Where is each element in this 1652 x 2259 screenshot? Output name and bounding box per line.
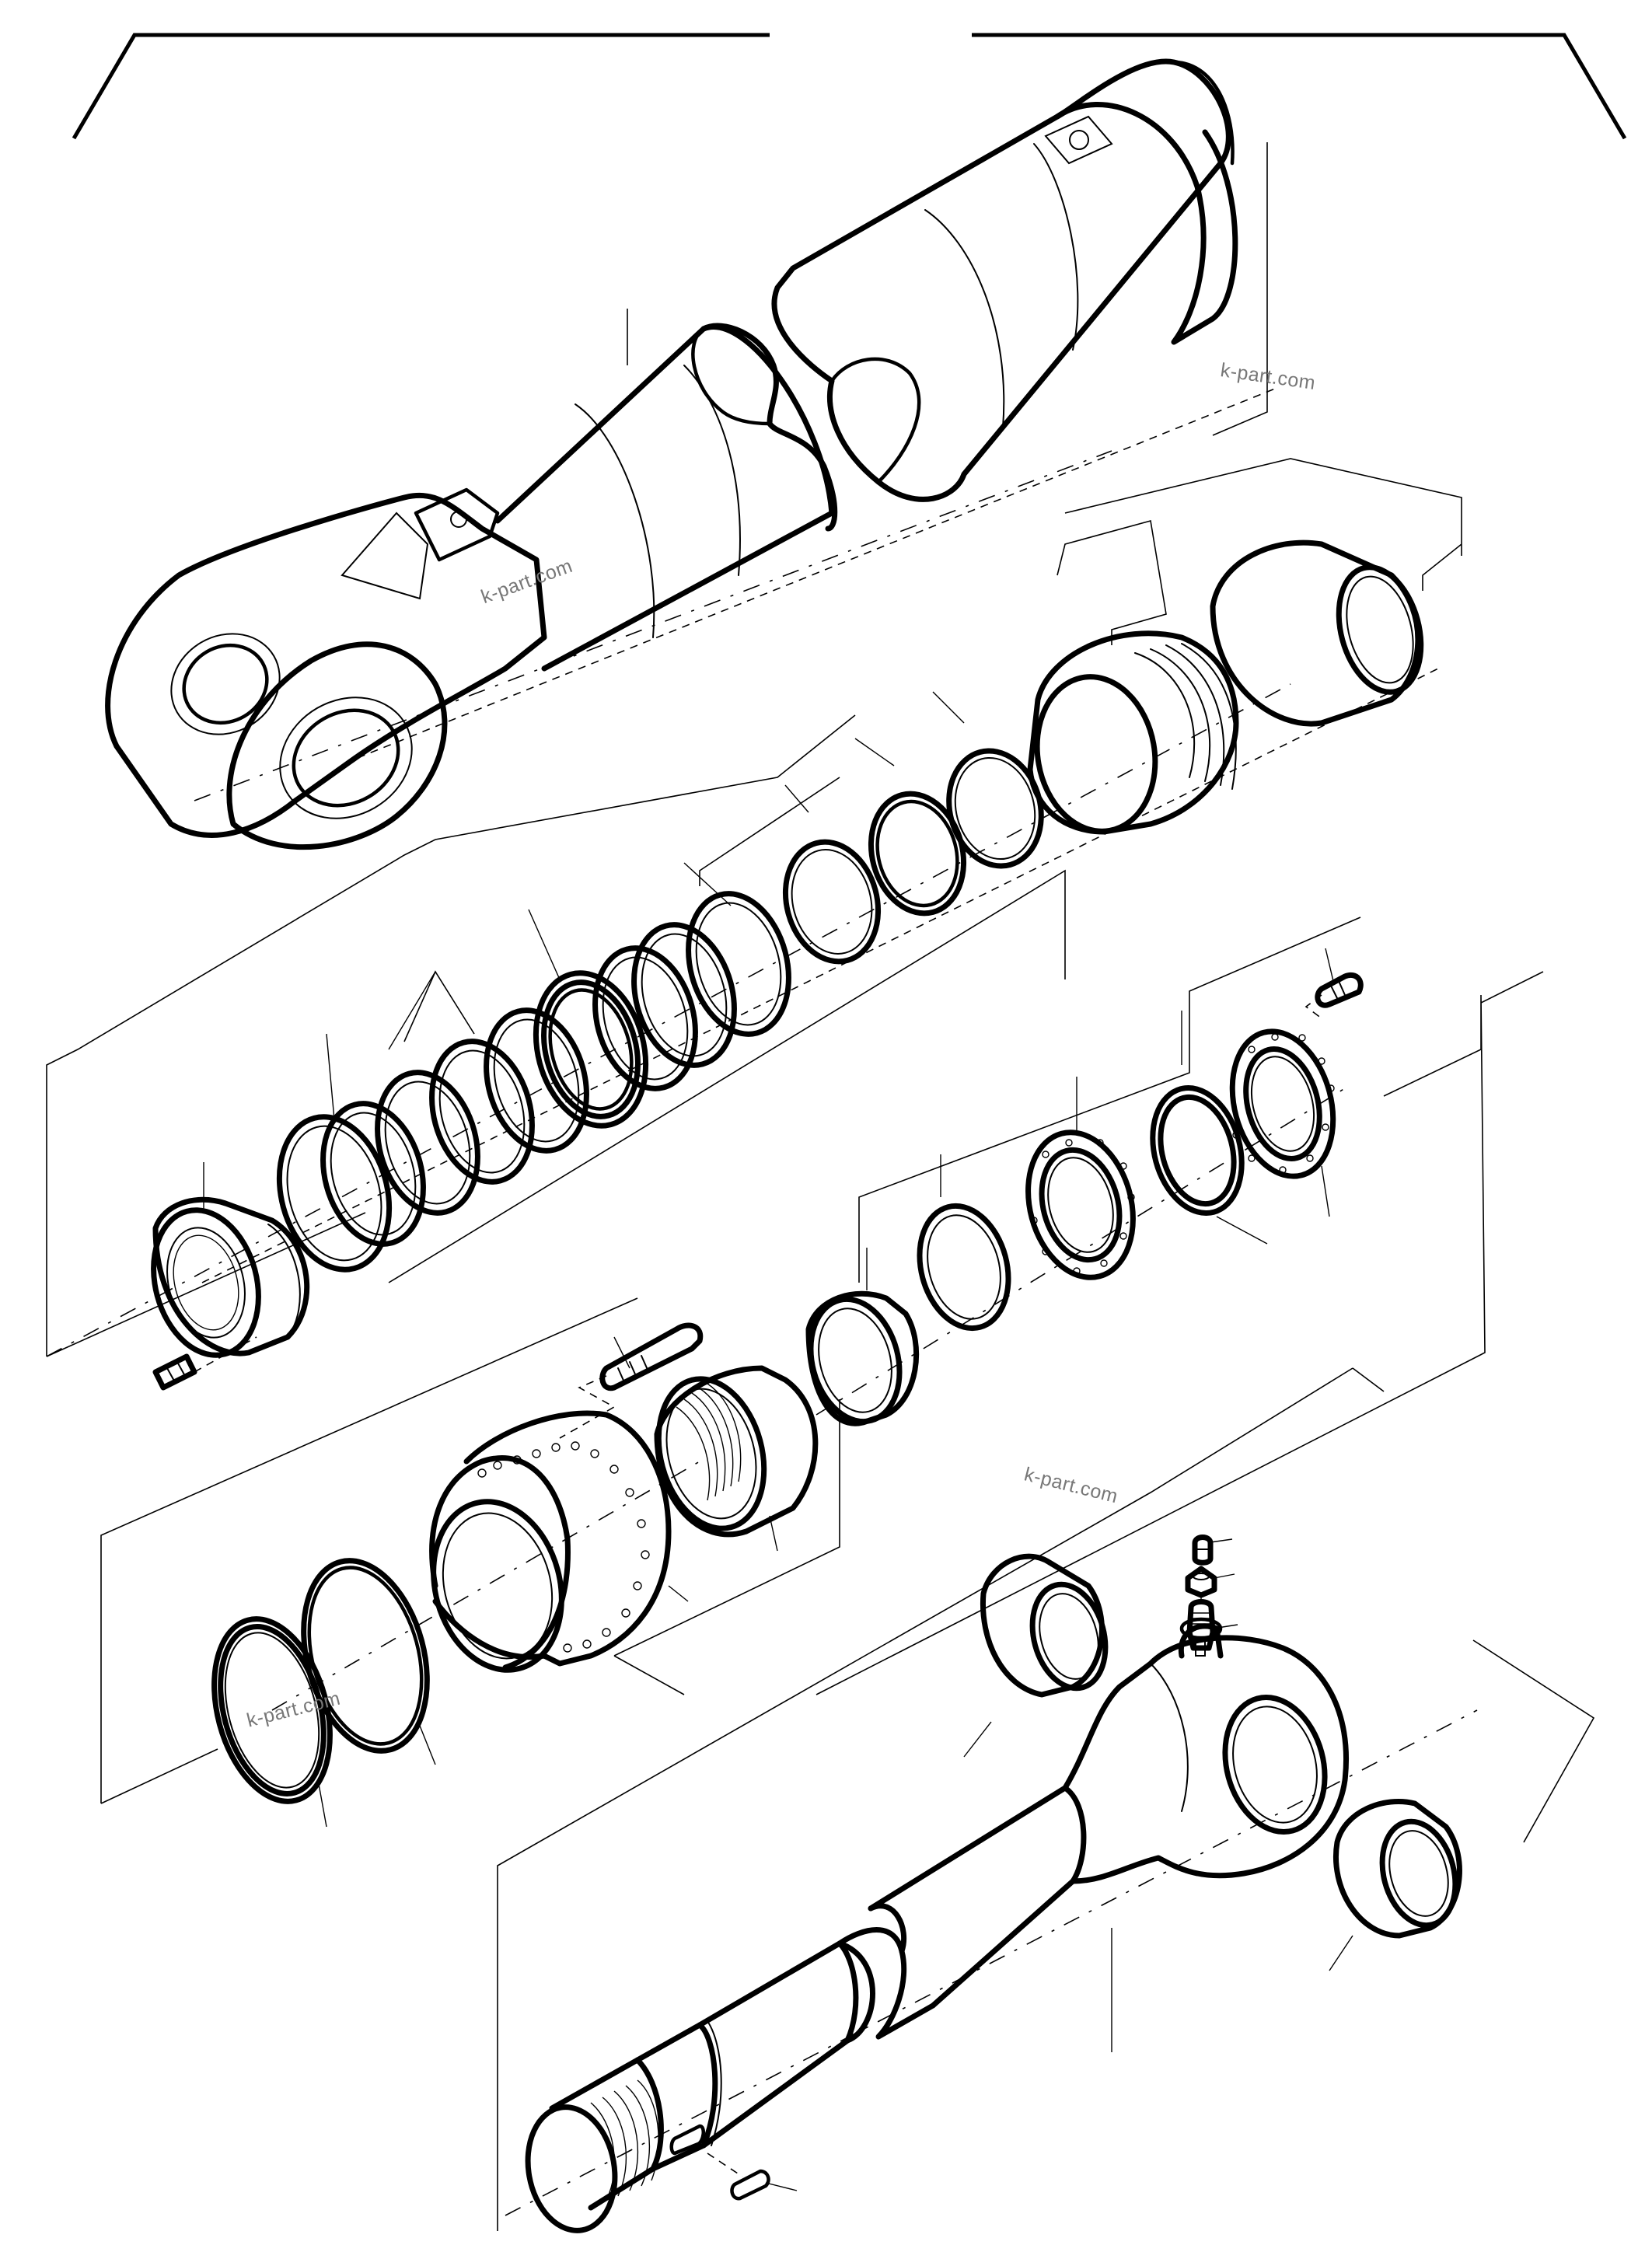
leader-lines-rod (497, 1367, 1595, 2231)
top-frame-bracket (72, 33, 1627, 140)
part-rod-seal[interactable] (1140, 1011, 1268, 1245)
part-wear-rings[interactable] (580, 777, 840, 1100)
part-rod-eye-bushing-1[interactable] (963, 1553, 1116, 1758)
head-bolt-holes (477, 1441, 650, 1653)
part-cap-screw-small[interactable] (1304, 948, 1364, 1019)
leader-lines-head-left (100, 1297, 840, 1804)
part-piston-seal[interactable] (519, 909, 662, 1138)
part-wiper[interactable] (906, 1154, 1022, 1339)
part-grease-nut[interactable] (1185, 1566, 1235, 1598)
part-grease-cap[interactable] (1192, 1535, 1233, 1566)
leader-lines-piston-group (46, 668, 1439, 1357)
part-cap-screw-large[interactable] (559, 1322, 704, 1439)
part-cylinder-tube[interactable] (105, 58, 1238, 850)
part-piston[interactable] (1025, 519, 1239, 841)
leader-lines-head-group (816, 917, 1544, 1695)
part-guide-bushing[interactable] (1064, 458, 1462, 727)
part-key[interactable] (707, 2153, 798, 2201)
part-flange-1[interactable] (1013, 1077, 1149, 1290)
part-grease-fitting[interactable] (1186, 1595, 1238, 1651)
part-piston-ring-2[interactable] (854, 738, 976, 924)
part-o-ring[interactable] (195, 1606, 348, 1828)
part-piston-ring-1[interactable] (773, 784, 891, 972)
leader-lines-upper (194, 142, 1276, 801)
part-set-screw[interactable] (152, 1336, 257, 1391)
part-split-rings-left[interactable] (263, 970, 601, 1282)
part-cylinder-head[interactable] (415, 1410, 689, 1685)
part-flange-2[interactable] (1217, 1020, 1349, 1217)
part-piston-nut[interactable] (138, 1162, 310, 1367)
part-piston-rod[interactable] (519, 1617, 1349, 2237)
part-buffer-ring[interactable] (798, 1248, 920, 1432)
part-rod-bushing[interactable] (643, 1365, 819, 1552)
part-rod-eye-bushing-2[interactable] (1329, 1798, 1466, 1971)
